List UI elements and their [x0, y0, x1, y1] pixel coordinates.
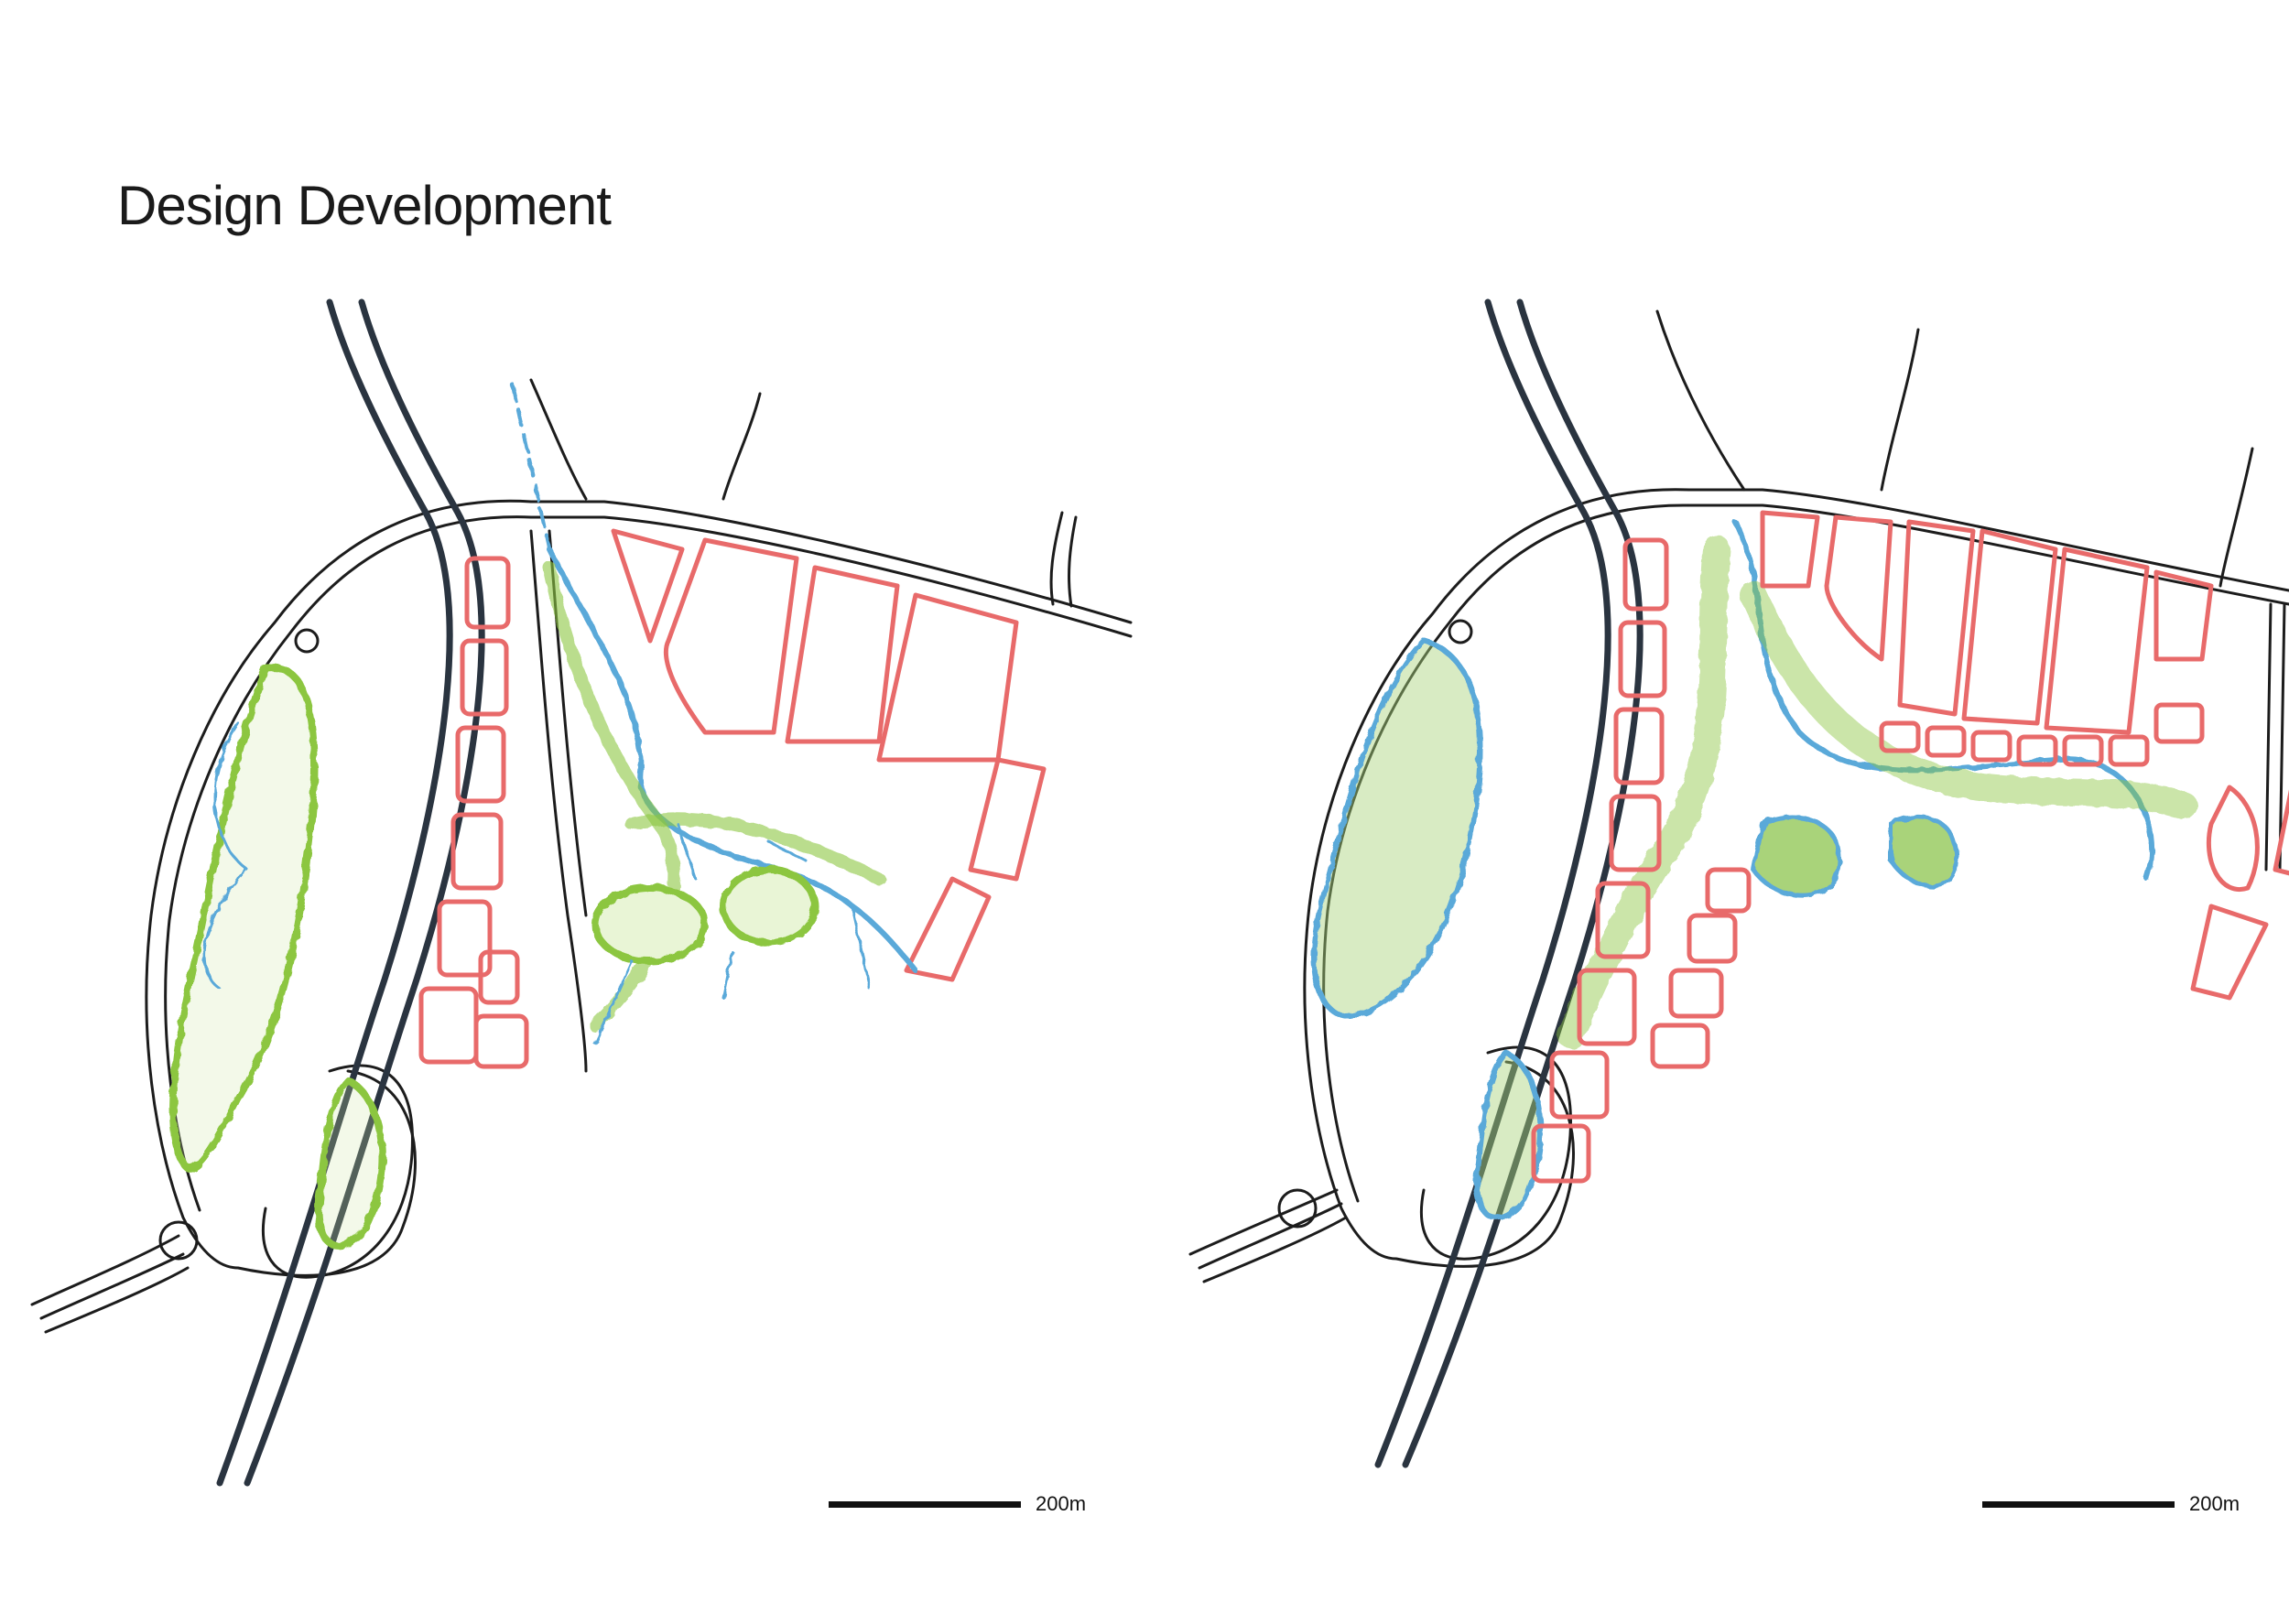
plan-right	[1188, 298, 2289, 1468]
scale-label: 200m	[1036, 1492, 1087, 1515]
scale-bar-right: 200m	[1982, 1492, 2240, 1516]
road-network-left	[30, 378, 1133, 1334]
plan-left	[30, 298, 1133, 1487]
scale-label: 200m	[2189, 1492, 2240, 1515]
building-blocks-left	[418, 528, 1047, 1069]
wetland-right	[1311, 519, 2197, 1221]
scale-bar-line	[1982, 1500, 2175, 1508]
highway-right	[1374, 298, 1644, 1468]
scale-bar-left: 200m	[829, 1492, 1086, 1516]
building-blocks-right	[1531, 510, 2289, 1184]
page-title: Design Development	[117, 175, 612, 236]
stream-left	[511, 383, 918, 1045]
scale-bar-line	[829, 1500, 1021, 1508]
wetland-left	[169, 664, 386, 1250]
